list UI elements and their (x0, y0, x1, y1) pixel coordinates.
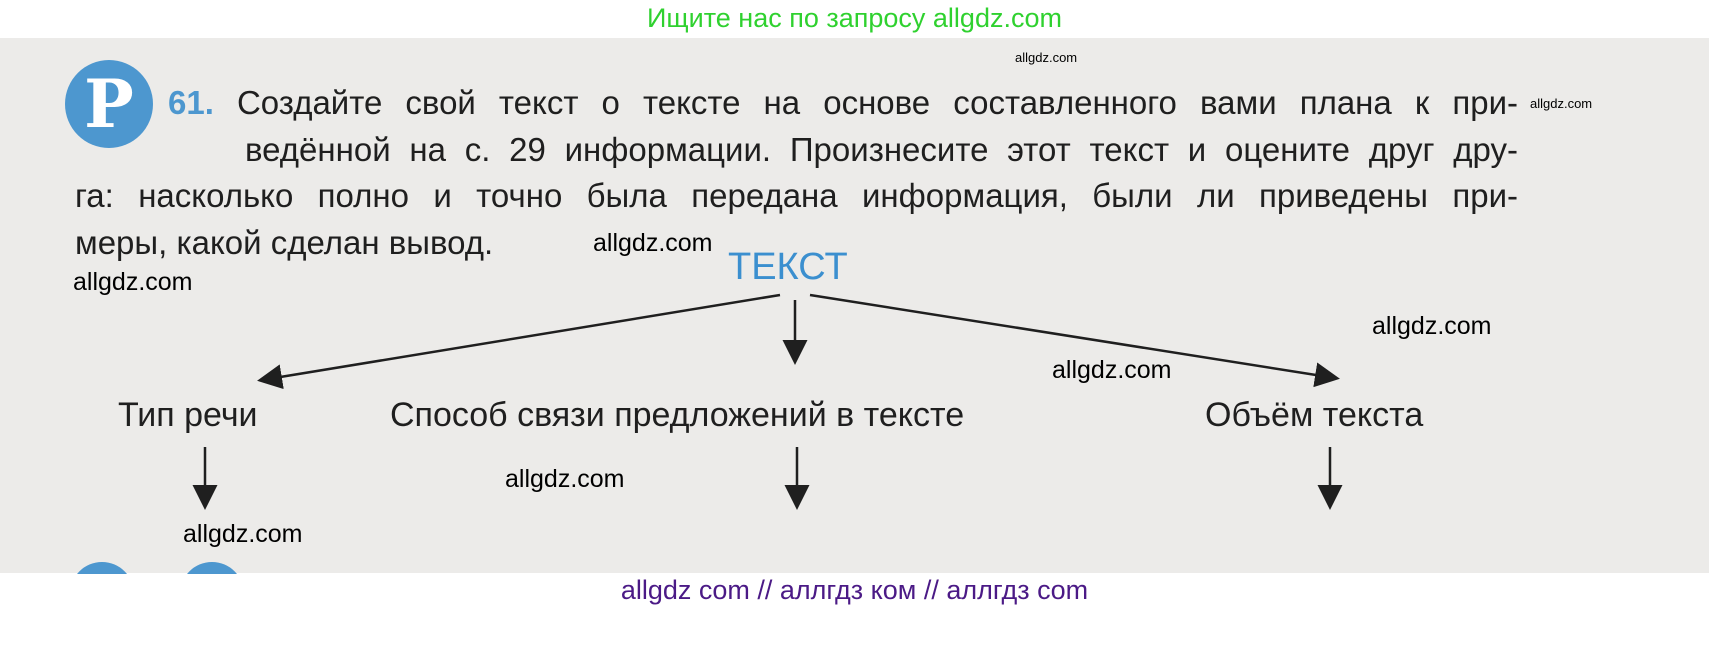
exercise-number: 61. (168, 84, 214, 121)
watermark: allgdz.com (1015, 50, 1078, 65)
exercise-line-4: меры, какой сделан вывод. (75, 224, 494, 261)
arrow-to-type (257, 293, 781, 390)
watermark: allgdz.com (1530, 96, 1593, 111)
watermark: allgdz.com (505, 465, 625, 493)
diagram-node-link-method: Способ связи предложений в тексте (390, 396, 965, 434)
watermark: allgdz.com (1372, 312, 1492, 340)
exercise-line-3: га: насколько полно и точно была передан… (75, 177, 1518, 214)
footer-banner: allgdz com // аллгдз ком // аллгдз com (0, 574, 1709, 665)
diagram-root: ТЕКСТ (728, 246, 848, 288)
exercise-text: Создайте свой текст о тексте на основе с… (236, 84, 1519, 121)
header-banner: Ищите нас по запросу allgdz.com (647, 3, 1062, 33)
exercise-line-2: ведённой на с. 29 информации. Произнесит… (245, 131, 1518, 168)
textbook-page (0, 38, 1709, 573)
watermark: allgdz.com (183, 520, 303, 548)
watermark: allgdz.com (73, 268, 193, 296)
diagram-node-volume: Объём текста (1205, 396, 1424, 434)
exercise-line-1: 61. Создайте свой текст о тексте на осно… (168, 84, 1518, 122)
diagram-node-speech-type: Тип речи (118, 396, 258, 434)
watermark: allgdz.com (593, 229, 713, 257)
arrow-to-volume (809, 293, 1340, 388)
watermark: allgdz.com (1052, 356, 1172, 384)
exercise-badge-icon: Р (65, 60, 153, 148)
